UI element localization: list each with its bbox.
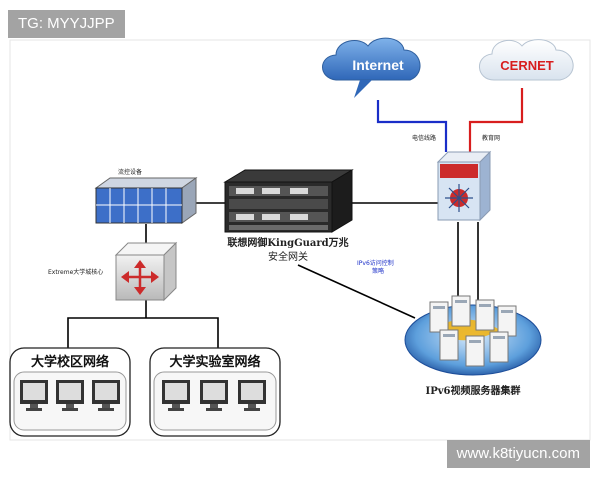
l3-switch	[436, 150, 492, 222]
monitor-icon	[20, 380, 48, 411]
cernet-cloud: CERNET	[479, 39, 574, 81]
monitor-icon	[200, 380, 228, 411]
server-cluster-label: IPv6视频服务器集群	[426, 384, 521, 397]
policy-label-line1: IPv6访问控制	[357, 259, 394, 267]
edu-uplink	[468, 88, 524, 152]
internet-cloud: Internet	[322, 37, 421, 98]
cernet-label: CERNET	[500, 58, 554, 73]
watermark-bottom-right: www.k8tiyucn.com	[446, 440, 590, 468]
campus-monitors	[20, 380, 120, 411]
connection-lines	[67, 202, 479, 348]
edu-link-label: 教育网	[482, 134, 500, 142]
internet-label: Internet	[352, 57, 404, 73]
core-router-label: Extreme大学城核心	[48, 268, 103, 276]
flow-control-label: 流控设备	[118, 168, 142, 176]
monitor-icon	[238, 380, 266, 411]
watermark-top-left: TG: MYYJJPP	[8, 10, 125, 38]
security-gateway	[223, 169, 354, 233]
telecom-uplink	[376, 100, 448, 152]
monitor-icon	[162, 380, 190, 411]
gateway-label-line1: 联想网御KingGuard万兆	[227, 236, 348, 249]
lab-monitors	[162, 380, 266, 411]
campus-network-label: 大学校区网络	[31, 354, 109, 370]
gateway-label-line2: 安全网关	[268, 250, 308, 263]
server-cluster	[404, 295, 542, 376]
lab-network-label: 大学实验室网络	[169, 354, 260, 370]
link-core-networks	[67, 317, 219, 348]
diagram-frame	[9, 39, 591, 441]
core-router	[114, 241, 178, 302]
monitor-icon	[92, 380, 120, 411]
policy-label-line2: 策略	[372, 267, 384, 275]
telecom-link-label: 电信线路	[412, 134, 436, 142]
link-policy-servers	[297, 264, 416, 319]
monitor-icon	[56, 380, 84, 411]
flow-control-device	[94, 177, 198, 224]
